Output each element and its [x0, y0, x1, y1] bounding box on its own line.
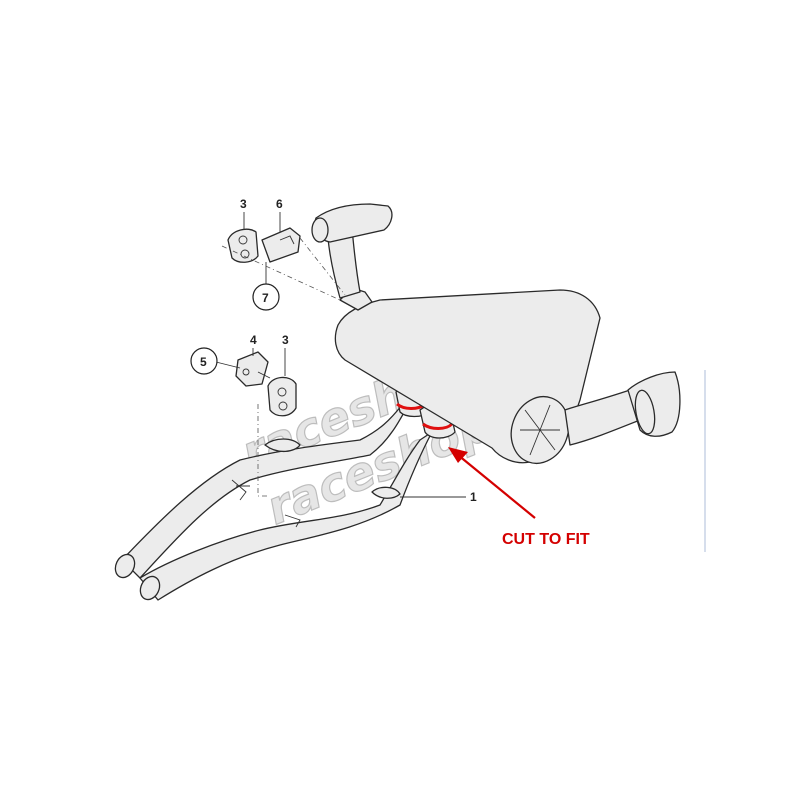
- pipe-bracket-1: [231, 479, 250, 501]
- guide-line-lower: [257, 404, 268, 497]
- arrow-head: [448, 447, 468, 463]
- part-7-circle: [252, 283, 280, 311]
- bracket-6-detail: [279, 235, 295, 245]
- part-number-3-lower: 3: [282, 333, 289, 347]
- rear-muffler: [334, 287, 601, 465]
- leader-5: [215, 361, 241, 369]
- part-5-circle: [190, 347, 218, 375]
- guide-line-bracket: [299, 237, 346, 296]
- pipe-flange-left: [264, 438, 301, 453]
- bracket-6: [261, 227, 301, 263]
- mount-3-lower-hole-1: [277, 387, 287, 397]
- part-number-1: 1: [470, 490, 477, 504]
- mount-3-lower-body: [267, 376, 297, 417]
- bracket-4-hole: [242, 368, 250, 376]
- mount-3-lower-hole-2: [278, 401, 288, 411]
- bracket-4-group: [235, 351, 271, 387]
- part-number-5: 5: [200, 355, 207, 369]
- mount-3-top-hole-2: [240, 249, 250, 259]
- rubber-mount-lower: [267, 376, 297, 417]
- cut-to-fit-label: CUT TO FIT: [502, 531, 590, 548]
- left-tailpipe-opening: [311, 217, 329, 243]
- part-number-6: 6: [276, 197, 283, 211]
- pipe-flange-right: [371, 486, 401, 499]
- guide-line-top: [221, 245, 341, 301]
- bracket-6-body: [261, 227, 301, 263]
- rubber-mount-top: [227, 228, 259, 263]
- part-number-4: 4: [250, 333, 257, 347]
- mount-3-top-body: [227, 228, 259, 263]
- part-number-7: 7: [262, 291, 269, 305]
- pipe-bracket-2: [284, 514, 301, 528]
- front-pipe-end-upper: [114, 553, 136, 579]
- cut-line-lower: [422, 422, 454, 430]
- arrow-shaft: [457, 454, 536, 519]
- front-pipe-end-lower: [139, 575, 161, 601]
- part-number-3-top: 3: [240, 197, 247, 211]
- right-tailpipe: [564, 371, 681, 446]
- left-tailpipe-stem: [327, 227, 361, 299]
- left-tailpipe: [311, 203, 393, 299]
- muffler-end-struts: [520, 404, 560, 456]
- bracket-4-bolt: [257, 371, 271, 379]
- mount-3-top-hole-1: [238, 235, 248, 245]
- leader-lines: [215, 212, 466, 498]
- bracket-4-body: [235, 351, 269, 387]
- cut-callout-arrow: [448, 447, 536, 519]
- right-tailpipe-opening: [634, 389, 656, 435]
